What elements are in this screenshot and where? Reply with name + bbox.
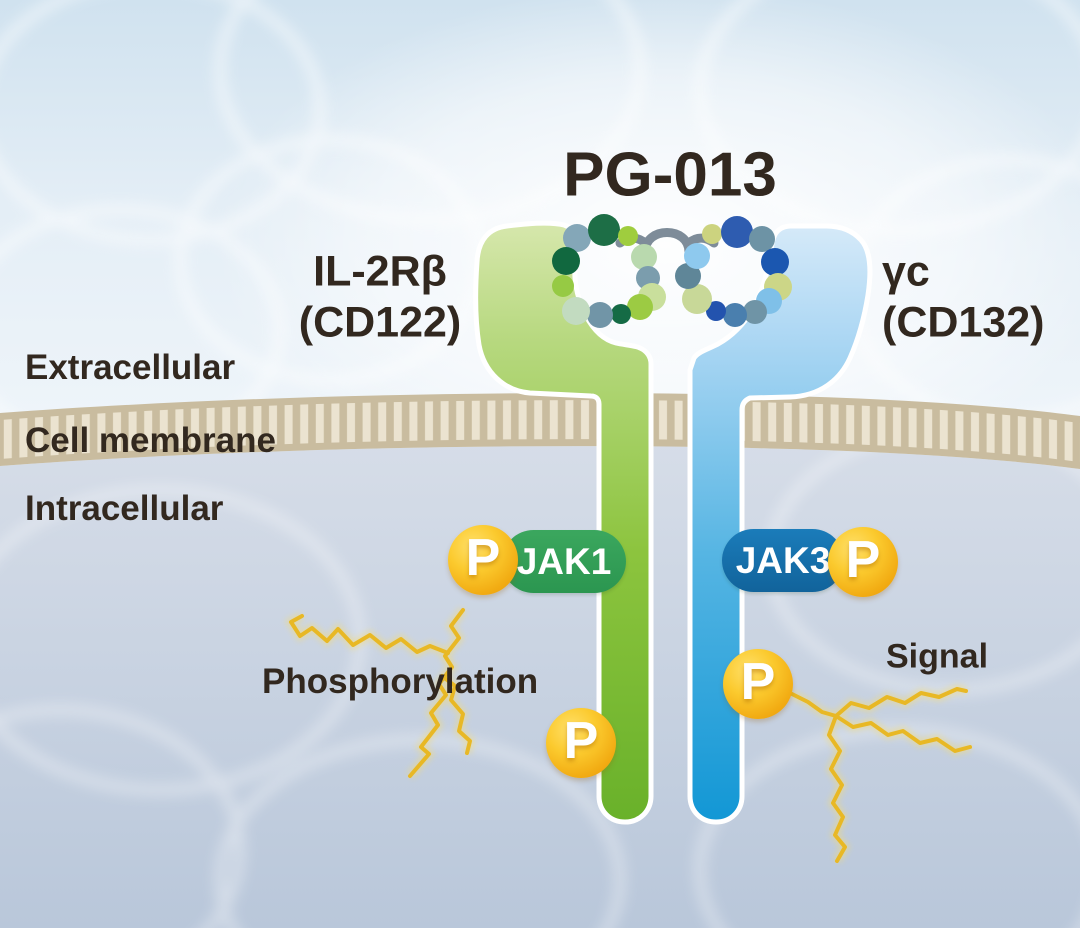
drug-bead-right [761, 248, 789, 276]
receptor-left-label: IL-2Rβ (CD122) [299, 246, 462, 347]
drug-bead-right [721, 216, 753, 248]
drug-bead-left [588, 214, 620, 246]
jak1-label: JAK1 [516, 540, 612, 582]
phosphate-letter: P [740, 653, 776, 711]
receptor-right-label: γc (CD132) [882, 246, 1045, 347]
region-label-cell-membrane: Cell membrane [25, 421, 276, 460]
drug-bead-left [618, 226, 638, 246]
drug-bead-left [552, 275, 574, 297]
drug-bead-left [562, 297, 590, 325]
region-label-intracellular: Intracellular [25, 489, 224, 528]
drug-bead-left [587, 302, 613, 328]
phosphorylation-bolt [289, 608, 472, 778]
drug-bead-right [743, 300, 767, 324]
signal-bolt [790, 687, 972, 863]
drug-bead-rings [552, 214, 792, 328]
drug-bead-right [684, 243, 710, 269]
phosphate-letter: P [465, 529, 501, 587]
receptor-right-name: γc [882, 247, 930, 296]
phosphate-badge-receptor-left: P [546, 708, 616, 778]
drug-bead-right [723, 303, 747, 327]
phosphate-letter: P [563, 712, 599, 770]
drug-bead-left [563, 224, 591, 252]
receptor-left-name: IL-2Rβ [313, 247, 447, 296]
jak3-pill: JAK3 [722, 529, 844, 592]
drug-bead-left [627, 294, 653, 320]
phosphorylation-label: Phosphorylation [262, 662, 539, 701]
phosphate-badge-jak1: P [448, 525, 518, 595]
drug-title: PG-013 [563, 140, 777, 210]
receptor-right-cd: (CD132) [882, 298, 1045, 346]
drug-bead-right [682, 284, 712, 314]
receptor-left-cd: (CD122) [298, 298, 462, 346]
cell-membrane-stripes [0, 400, 1080, 462]
jak1-pill: JAK1 [502, 530, 626, 593]
phosphate-badge-jak3: P [828, 527, 898, 597]
drug-bead-right [675, 263, 701, 289]
jak3-label: JAK3 [735, 539, 831, 581]
region-label-extracellular: Extracellular [25, 348, 236, 387]
phosphate-letter: P [845, 531, 881, 589]
drug-bead-left [631, 244, 657, 270]
drug-bead-left [552, 247, 580, 275]
drug-bead-right [702, 224, 722, 244]
drug-bead-right [706, 301, 726, 321]
drug-bead-left [611, 304, 631, 324]
phosphate-badge-receptor-right: P [723, 649, 793, 719]
drug-bead-right [749, 226, 775, 252]
signal-label: Signal [886, 637, 989, 676]
